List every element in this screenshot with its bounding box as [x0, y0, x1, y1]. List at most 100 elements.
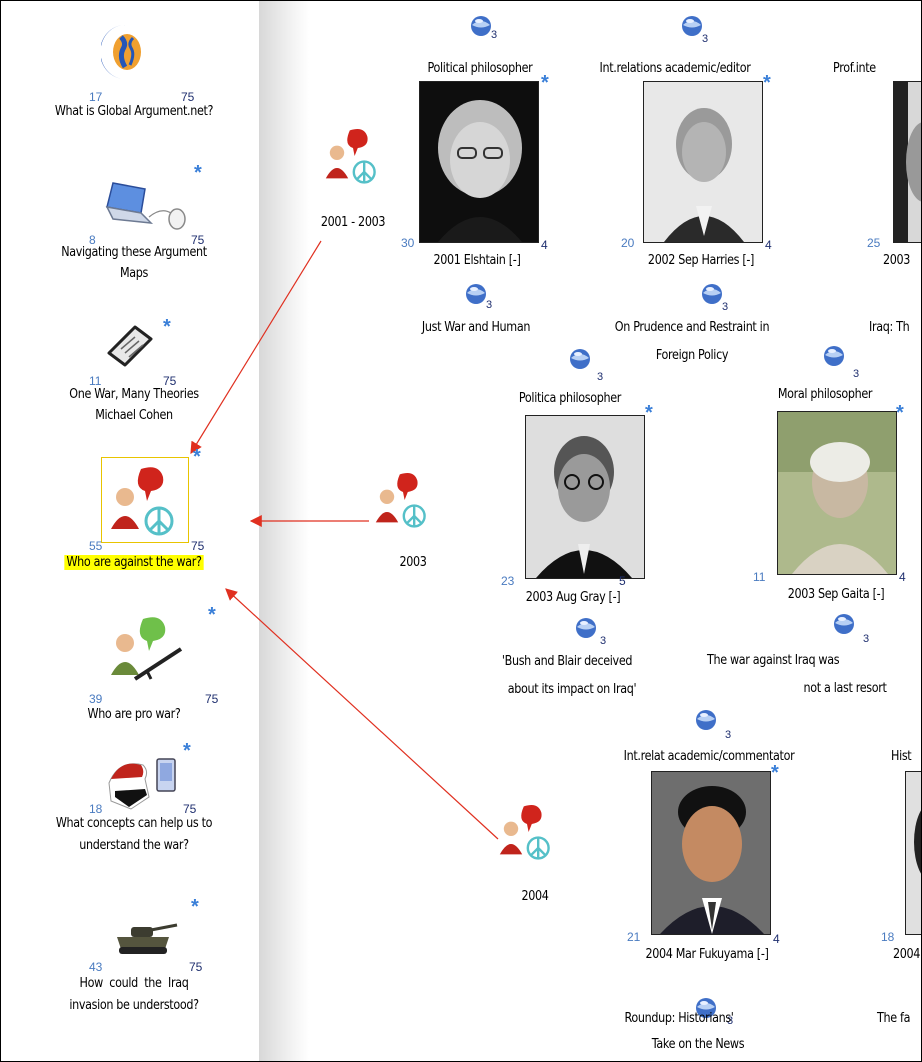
globe-icon[interactable]: [695, 709, 717, 731]
person-left-count: 23: [501, 574, 515, 588]
reference-title[interactable]: Iraq: Th: [869, 320, 910, 335]
globe-icon[interactable]: [701, 283, 723, 305]
sidebar-item-iraq-invasion[interactable]: How could the Iraq: [79, 976, 189, 991]
person-right-count: 5: [619, 574, 626, 588]
protester-peace-icon[interactable]: [321, 119, 385, 193]
globe-count: 3: [597, 371, 604, 383]
globe-icon[interactable]: [575, 617, 597, 639]
person-role: Politica philosopher: [518, 391, 622, 406]
globe-icon[interactable]: [569, 348, 591, 370]
item-right-count: 75: [189, 960, 203, 974]
item-left-count: 39: [89, 692, 103, 706]
star-icon: *: [183, 740, 191, 762]
person-photo-gray[interactable]: [525, 415, 645, 579]
globe-icon[interactable]: [833, 613, 855, 635]
group-2001-2003-label[interactable]: 2001 - 2003: [320, 215, 386, 230]
reference-title-line2[interactable]: Foreign Policy: [655, 348, 729, 363]
protester-peace-icon[interactable]: [105, 463, 185, 539]
sidebar-item-one-war-line2[interactable]: Michael Cohen: [95, 408, 173, 423]
globe-icon[interactable]: [681, 15, 703, 37]
item-right-count: 75: [191, 539, 205, 553]
item-left-count: 17: [89, 90, 103, 104]
sidebar-item-global-argument[interactable]: What is Global Argument.net?: [54, 104, 214, 119]
globe-icon[interactable]: [470, 15, 492, 37]
person-right-count: 4: [541, 238, 548, 252]
item-right-count: 75: [181, 90, 195, 104]
globe-count: 3: [486, 299, 493, 311]
star-icon: *: [193, 446, 201, 468]
person-name-partial[interactable]: 2003: [883, 253, 911, 268]
person-left-count: 11: [753, 570, 766, 584]
column-divider-band: [259, 1, 309, 1061]
globe-icon[interactable]: [695, 997, 717, 1019]
sidebar-item-against-war[interactable]: Who are against the war?: [28, 553, 240, 572]
person-right-count: 4: [773, 932, 780, 946]
star-icon: *: [191, 896, 199, 918]
person-right-count: 4: [899, 570, 906, 584]
globe-count: 3: [725, 729, 732, 741]
globe-count: 3: [727, 1015, 734, 1027]
person-photo-elshtain[interactable]: [419, 81, 539, 243]
item-left-count: 55: [89, 539, 103, 553]
document-icon[interactable]: [105, 323, 155, 369]
sidebar-item-navigating-line2[interactable]: Maps: [119, 266, 149, 281]
group-2004-label[interactable]: 2004: [521, 889, 549, 904]
person-role: Prof.inte: [833, 61, 876, 76]
sidebar-item-concepts-line2[interactable]: understand the war?: [79, 838, 189, 853]
reference-title[interactable]: On Prudence and Restraint in: [614, 320, 770, 335]
protester-peace-icon[interactable]: [495, 795, 559, 869]
sidebar-item-pro-war[interactable]: Who are pro war?: [87, 707, 181, 722]
sidebar-item-one-war[interactable]: One War, Many Theories: [69, 387, 199, 402]
reference-title[interactable]: The war against Iraq was: [707, 653, 840, 668]
person-name-partial-bottom[interactable]: 2004: [893, 947, 921, 962]
item-right-count: 75: [183, 802, 197, 816]
person-left-count: 20: [621, 236, 635, 250]
reference-title-line2[interactable]: Take on the News: [651, 1037, 745, 1052]
reference-title[interactable]: 'Bush and Blair deceived: [501, 654, 633, 669]
person-name-harries[interactable]: 2002 Sep Harries [-]: [647, 253, 755, 268]
item-right-count: 75: [163, 374, 177, 388]
person-name-gray[interactable]: 2003 Aug Gray [-]: [525, 590, 621, 605]
laptop-mouse-icon[interactable]: [101, 181, 191, 233]
protester-peace-icon[interactable]: [371, 463, 435, 537]
person-name-gaita[interactable]: 2003 Sep Gaita [-]: [787, 587, 885, 602]
reference-title[interactable]: The fa: [877, 1011, 911, 1026]
reference-title-line2[interactable]: not a last resort: [803, 681, 887, 696]
group-2003-label[interactable]: 2003: [399, 555, 427, 570]
person-role: Int.relat academic/commentator: [623, 749, 795, 764]
person-left-count: 18: [881, 930, 895, 944]
arrow-2004: [225, 588, 499, 840]
globe-count: 3: [863, 633, 870, 645]
person-photo-fukuyama[interactable]: [651, 771, 771, 935]
item-right-count: 75: [205, 692, 219, 706]
sidebar-item-navigating[interactable]: Navigating these Argument: [61, 245, 207, 260]
selected-node-frame: [101, 457, 189, 543]
soldier-rifle-icon[interactable]: [107, 613, 187, 683]
item-left-count: 18: [89, 802, 103, 816]
item-left-count: 11: [89, 374, 102, 388]
sidebar-item-concepts[interactable]: What concepts can help us to: [55, 816, 213, 831]
person-photo-partial[interactable]: [893, 81, 921, 243]
person-role: Int.relations academic/editor: [599, 61, 751, 76]
star-icon: *: [194, 162, 202, 184]
sidebar-item-iraq-invasion-line2[interactable]: invasion be understood?: [69, 998, 199, 1013]
reference-title[interactable]: Just War and Human: [421, 320, 531, 335]
person-name-elshtain[interactable]: 2001 Elshtain [-]: [433, 253, 521, 268]
reference-title-line2[interactable]: about its impact on Iraq': [507, 682, 637, 697]
person-left-count: 30: [401, 236, 415, 250]
highlighted-label: Who are against the war?: [64, 555, 204, 570]
person-photo-partial-bottom[interactable]: [905, 771, 921, 935]
person-name-fukuyama[interactable]: 2004 Mar Fukuyama [-]: [645, 947, 769, 962]
iraq-map-phone-icon[interactable]: [105, 753, 185, 813]
person-photo-harries[interactable]: [643, 81, 763, 243]
global-argument-logo-icon[interactable]: [101, 23, 149, 81]
person-role: Hist: [891, 749, 912, 764]
reference-title[interactable]: Roundup: Historians': [624, 1011, 734, 1026]
star-icon: *: [163, 316, 171, 338]
person-photo-gaita[interactable]: [777, 411, 897, 575]
star-icon: *: [208, 604, 216, 626]
globe-icon[interactable]: [465, 283, 487, 305]
globe-icon[interactable]: [823, 345, 845, 367]
tank-icon[interactable]: [111, 917, 181, 957]
